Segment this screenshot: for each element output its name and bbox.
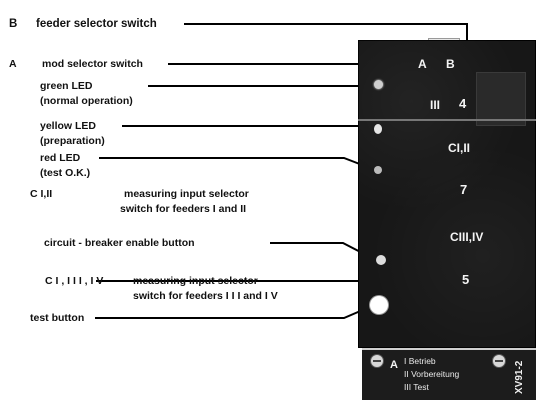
leader-feeder [184,23,468,44]
yellow-led [374,124,382,134]
cb-enable-label: circuit - breaker enable button [44,237,195,249]
legend-i: I Betrieb [404,356,436,366]
right-screw-icon [492,354,506,368]
cb-enable-button[interactable] [376,255,386,265]
model-number: XV91-2 [514,360,525,394]
test-button[interactable] [370,296,388,314]
ci-ii-panel-label: CI,II [448,141,471,155]
feeder-slot [476,72,526,126]
left-screw-icon [370,354,384,368]
legend-iii: III Test [404,382,429,392]
legend-ii: II Vorbereitung [404,369,460,379]
leader-red-led [99,157,371,169]
ci-iii-iv-tag: C I , I I I , I V [45,275,104,287]
legend-strip: A I Betrieb II Vorbereitung III Test XV9… [362,348,536,400]
leader-test-button [95,305,373,319]
ci-iii-iv-desc-line2: switch for feeders I I I and I V [133,290,278,302]
col-b-label: B [446,57,455,71]
test-button-label: test button [30,312,85,324]
feeder-value-4: 4 [459,96,467,111]
ci-ii-desc-line2: switch for feeders I and II [120,203,247,215]
feeder-selector-label: feeder selector switch [36,18,157,30]
mod-letter: A [9,58,17,70]
feeder-letter: B [9,18,18,30]
ci-ii-desc-line1: measuring input selector [124,188,249,200]
ciii-iv-value-5: 5 [462,272,470,287]
yellow-led-label: yellow LED [40,120,97,132]
divider-line [358,119,536,121]
red-led-note: (test O.K.) [40,167,91,179]
leader-cb-enable [270,242,373,259]
red-led-label: red LED [40,152,81,164]
red-led [374,166,382,174]
roman-iii-label: III [430,98,441,112]
green-led [374,80,383,89]
ci-ii-value-7: 7 [460,182,468,197]
legend-a-letter: A [390,359,398,371]
yellow-led-note: (preparation) [40,135,105,147]
device-front-panel: A B III 4 CI,II 7 CIII,IV 5 [358,40,536,348]
ci-iii-iv-desc-line1: measuring input selector [133,275,258,287]
green-led-label: green LED [40,80,93,92]
col-a-label: A [418,57,427,71]
green-led-note: (normal operation) [40,95,133,107]
ci-ii-tag: C I,II [30,188,53,200]
ciii-iv-panel-label: CIII,IV [450,230,484,244]
mod-selector-label: mod selector switch [42,58,143,70]
